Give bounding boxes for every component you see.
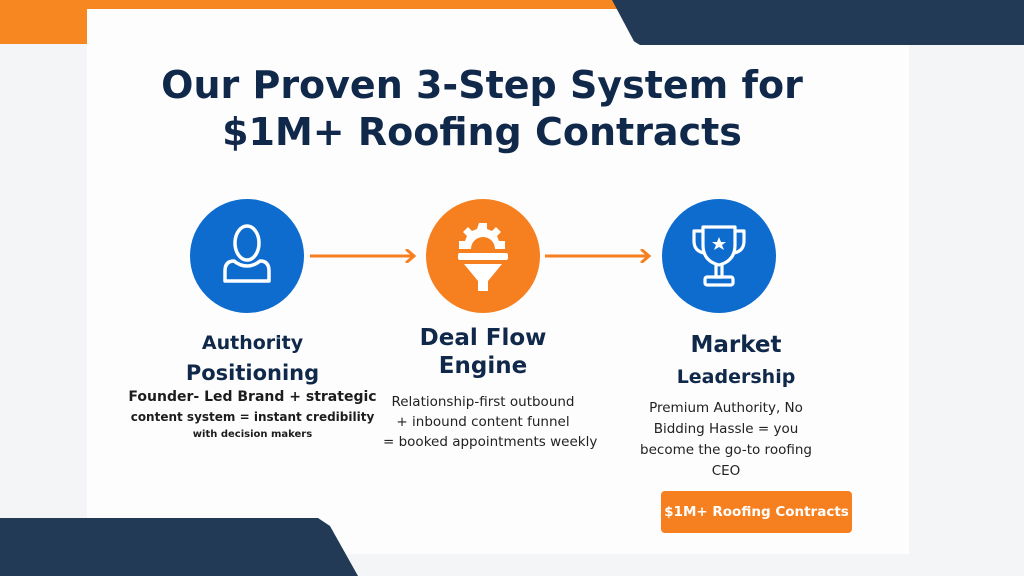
- desc-line: Founder- Led Brand + strategic: [128, 389, 377, 405]
- desc-line: content system = instant credibility: [130, 410, 375, 424]
- desc-line: CEO: [711, 463, 741, 479]
- trophy-icon: [692, 225, 746, 287]
- step-2-description: Relationship-first outbound + inbound co…: [383, 392, 598, 452]
- step-1-title-line: Positioning: [185, 361, 320, 385]
- arrow-right-icon: [310, 249, 417, 263]
- step-3-title-line: Leadership: [676, 366, 796, 388]
- step-3-circle: [662, 199, 776, 313]
- desc-line: Bidding Hassle = you: [653, 421, 799, 437]
- user-icon: [223, 224, 271, 283]
- step-3-title-line: Market: [690, 332, 782, 358]
- step-1-description: Founder- Led Brand + strategic content s…: [120, 386, 385, 442]
- step-2-title-line: Deal Flow: [419, 325, 547, 351]
- desc-line: = booked appointments weekly: [383, 434, 598, 450]
- orange-corner-block: [0, 0, 87, 44]
- step-2-title: Deal Flow Engine: [383, 324, 583, 380]
- desc-line: Relationship-first outbound: [391, 394, 575, 410]
- desc-line: become the go-to roofing: [640, 442, 812, 458]
- cta-label: $1M+ Roofing Contracts: [664, 504, 849, 520]
- arrow-right-icon: [545, 249, 652, 263]
- navy-top-right-shape: [612, 0, 1024, 45]
- step-1-title-line: Authority: [201, 332, 304, 354]
- title-line-1: Our Proven 3-Step System for: [161, 63, 803, 107]
- cta-button[interactable]: $1M+ Roofing Contracts: [661, 491, 852, 533]
- step-3-title: Market Leadership: [636, 328, 836, 392]
- orange-top-band: [0, 0, 630, 9]
- title-line-2: $1M+ Roofing Contracts: [222, 110, 742, 154]
- desc-line: Premium Authority, No: [649, 400, 803, 416]
- step-1-circle: [190, 199, 304, 313]
- page-title: Our Proven 3-Step System for $1M+ Roofin…: [87, 62, 877, 156]
- desc-line: with decision makers: [192, 429, 313, 440]
- desc-line: + inbound content funnel: [396, 414, 570, 430]
- step-2-title-line: Engine: [438, 353, 528, 379]
- navy-bottom-left-shape: [0, 518, 358, 576]
- gear-funnel-icon: [458, 223, 508, 291]
- step-3-description: Premium Authority, No Bidding Hassle = y…: [621, 398, 831, 482]
- step-2-circle: [426, 199, 540, 313]
- step-1-title: Authority Positioning: [150, 328, 355, 388]
